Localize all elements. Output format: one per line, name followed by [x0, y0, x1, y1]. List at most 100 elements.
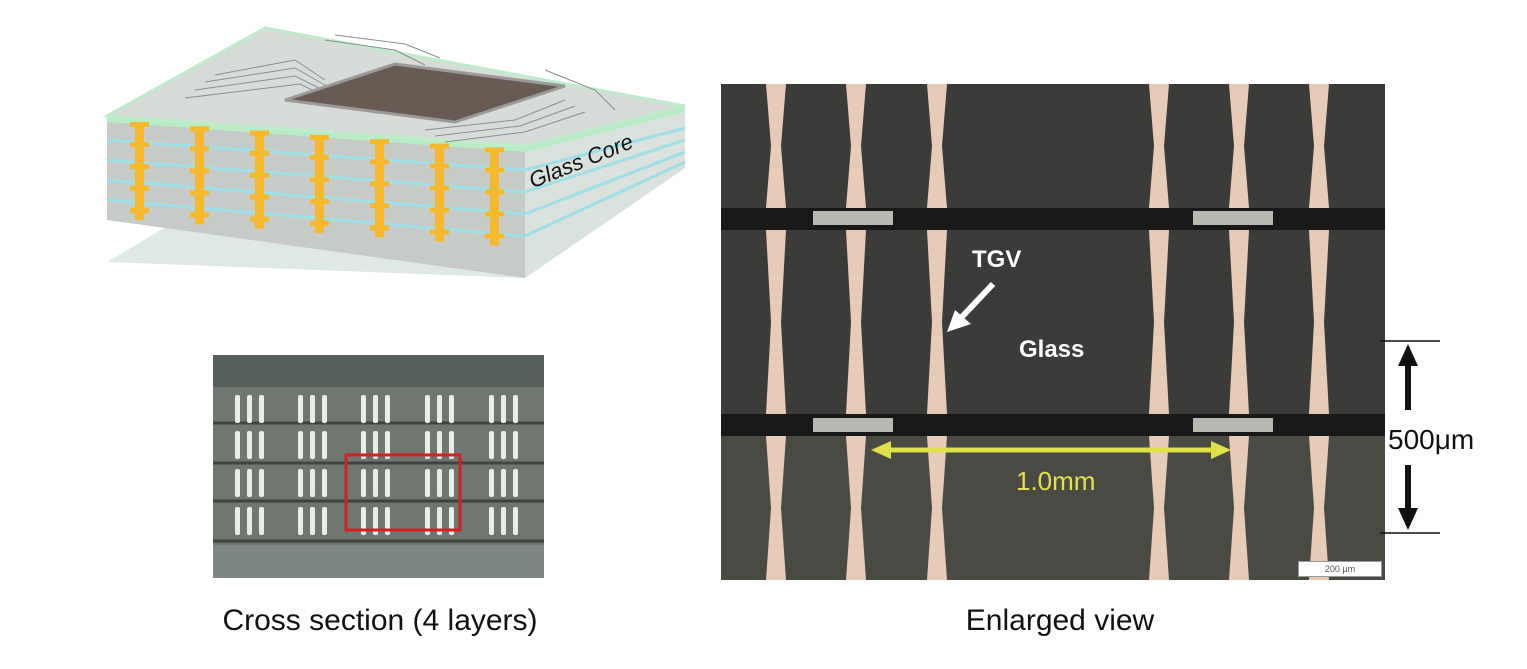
cross-section-via [425, 507, 430, 535]
package-via-pad [130, 164, 149, 170]
package-via-pad [250, 172, 269, 178]
cross-section-via [322, 395, 327, 423]
cross-section-via [298, 507, 303, 535]
tgv-via-segment [846, 84, 866, 208]
package-via-pad [430, 143, 449, 149]
cross-section-via [361, 507, 366, 535]
cross-section-via [322, 469, 327, 497]
cross-section-via [501, 431, 506, 459]
cross-section-via [513, 431, 518, 459]
cross-section-via [385, 469, 390, 497]
cross-section-via [425, 395, 430, 423]
tgv-via-segment [766, 436, 786, 580]
cross-section-via [385, 395, 390, 423]
cross-section-via [513, 507, 518, 535]
package-via-pad [310, 134, 329, 140]
glass-core-package-illustration [101, 26, 686, 278]
package-via [435, 145, 444, 242]
cross-section-via [501, 395, 506, 423]
cross-section-via [449, 469, 454, 497]
cross-section-via [247, 469, 252, 497]
cross-section-via [235, 395, 240, 423]
cross-section-via [235, 469, 240, 497]
package-via-pad [250, 194, 269, 200]
cross-section-via [235, 431, 240, 459]
package-via-pad [310, 154, 329, 160]
cross-section-via [247, 395, 252, 423]
glass-label: Glass [1019, 336, 1085, 363]
tgv-pointer-arrow [947, 281, 996, 332]
package-via-pad [370, 203, 389, 209]
package-via-pad [370, 225, 389, 231]
tgv-via-segment [927, 84, 947, 208]
package-via [255, 132, 264, 229]
package-via-pad [190, 190, 209, 196]
package-via-pad [430, 229, 449, 235]
tgv-via-segment [1309, 436, 1329, 580]
tgv-via-segment [766, 84, 786, 208]
cross-section-via [489, 507, 494, 535]
cross-section-via [501, 507, 506, 535]
cross-section-via [425, 431, 430, 459]
cross-section-via [489, 469, 494, 497]
enlarged-view-caption: Enlarged view [965, 604, 1155, 637]
tgv-via-segment [927, 436, 947, 580]
cross-section-via [259, 431, 264, 459]
package-via [315, 136, 324, 233]
cross-section-via [235, 507, 240, 535]
package-via-pad [130, 186, 149, 192]
cross-section-via [373, 431, 378, 459]
package-via-pad [485, 147, 504, 153]
cross-section-caption: Cross section (4 layers) [222, 604, 538, 637]
cross-section-vias [235, 395, 518, 535]
cross-section-via [385, 507, 390, 535]
cross-section-via [259, 395, 264, 423]
package-via-pad [190, 168, 209, 174]
cross-section-via [513, 395, 518, 423]
cross-section-via [322, 507, 327, 535]
cross-section-via [437, 395, 442, 423]
cross-section-via [513, 469, 518, 497]
cross-section-via [310, 469, 315, 497]
cross-section-via [385, 431, 390, 459]
cross-section-via [449, 431, 454, 459]
cross-section-via [361, 395, 366, 423]
tgv-label: TGV [972, 246, 1022, 273]
cross-section-via [373, 507, 378, 535]
package-via [135, 124, 144, 221]
cross-section-via [259, 507, 264, 535]
package-via-pad [310, 220, 329, 226]
package-top-rim [107, 106, 685, 152]
tgv-via-segment [1149, 84, 1169, 208]
cross-section-highlight-box [344, 453, 462, 532]
thickness-label: 500μm [1388, 424, 1475, 456]
package-via-pad [485, 233, 504, 239]
cross-section-via [373, 469, 378, 497]
pitch-label: 1.0mm [1016, 466, 1096, 496]
package-via-pad [310, 198, 329, 204]
package-via-pad [250, 130, 269, 136]
cross-section-via [298, 431, 303, 459]
cross-section-via [449, 507, 454, 535]
package-via-pad [130, 122, 149, 128]
package-via [195, 128, 204, 225]
package-via-pad [190, 126, 209, 132]
cross-section-layer-lines [213, 421, 544, 543]
package-via-pad [130, 208, 149, 214]
cross-section-via [437, 507, 442, 535]
tgv-via-segment [1309, 230, 1329, 414]
cross-section-via [437, 469, 442, 497]
cross-section-via [322, 431, 327, 459]
cross-section-via [361, 469, 366, 497]
package-die [284, 62, 566, 124]
cross-section-photo [213, 355, 544, 578]
tgv-via-segment [1229, 230, 1249, 414]
tgv-via-segment [846, 436, 866, 580]
package-via-pad [430, 185, 449, 191]
tgv-via-segment [1149, 436, 1169, 580]
package-via [375, 141, 384, 238]
tgv-via-segment [927, 230, 947, 414]
tgv-via-segment [1309, 84, 1329, 208]
package-via-pad [250, 150, 269, 156]
tgv-via-segment [1149, 230, 1169, 414]
